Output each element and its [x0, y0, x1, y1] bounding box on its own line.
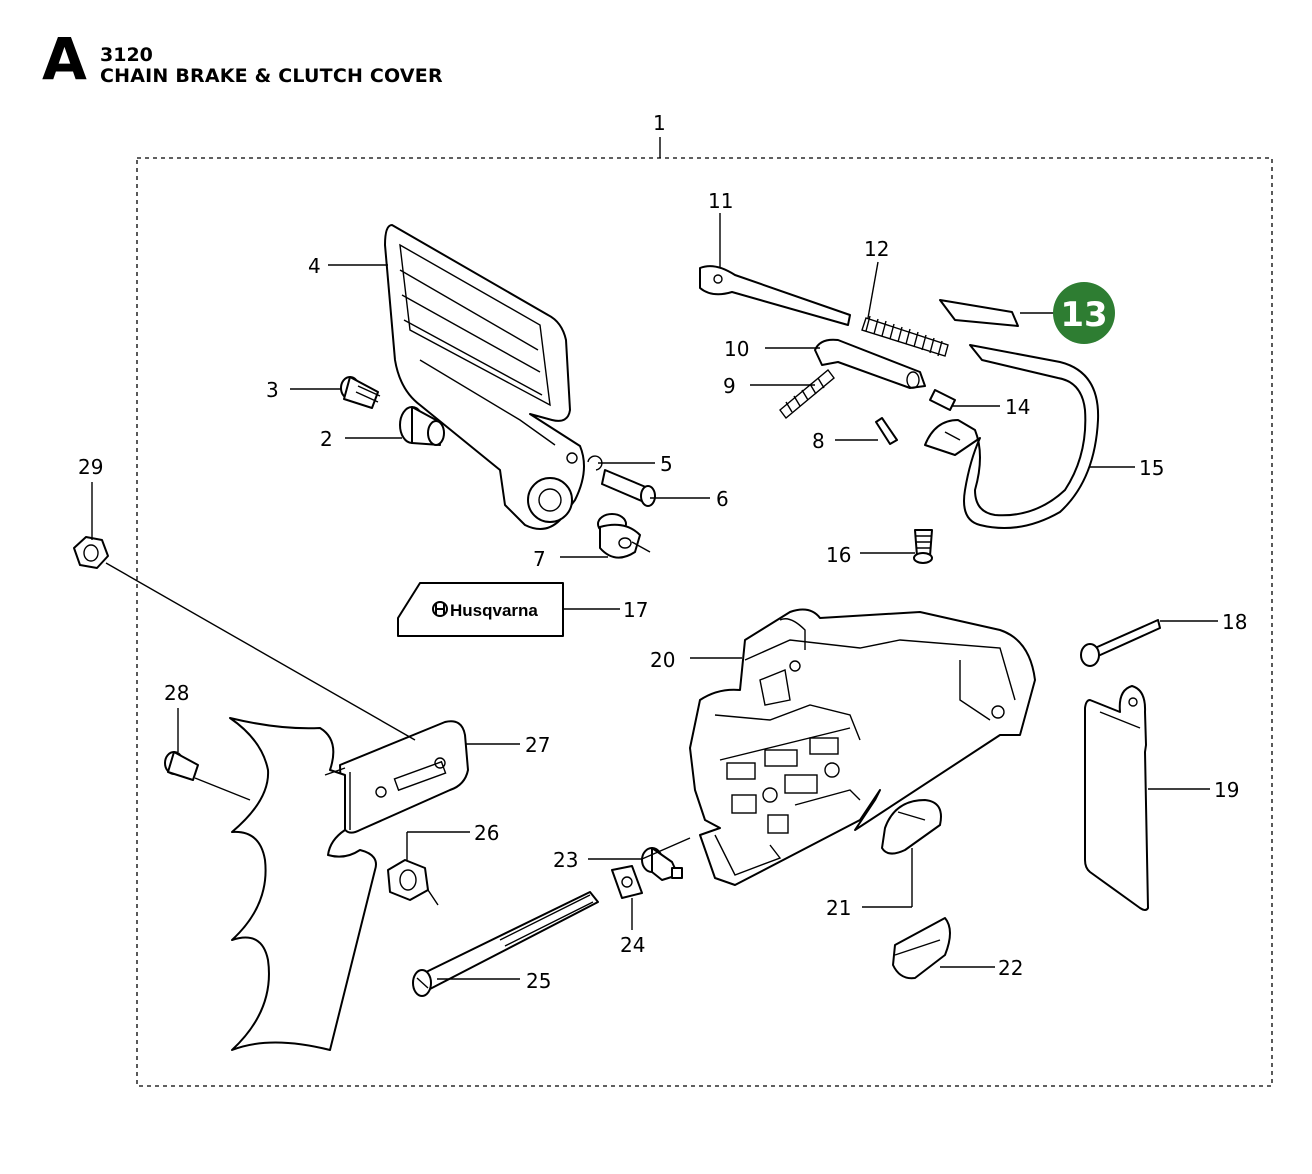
part-6-pin[interactable]	[601, 469, 656, 507]
callout-7: 7	[533, 547, 546, 571]
part-12-spring[interactable]	[861, 315, 949, 357]
callout-9: 9	[723, 374, 736, 398]
callout-16: 16	[826, 543, 851, 567]
callout-2: 2	[320, 427, 333, 451]
part-2-bushing[interactable]	[399, 406, 445, 446]
part-10-lever[interactable]	[814, 338, 926, 389]
part-9-spring[interactable]	[779, 368, 835, 420]
part-29-nut[interactable]	[73, 536, 109, 569]
part-22-guide[interactable]	[892, 917, 951, 980]
husqvarna-logo-icon	[432, 601, 448, 617]
part-16-screw[interactable]	[913, 529, 933, 564]
highlight-badge	[1053, 282, 1115, 344]
part-18-bolt[interactable]	[1080, 619, 1161, 667]
part-11-rod[interactable]	[699, 265, 851, 326]
callout-25: 25	[526, 969, 551, 993]
part-5-circlip[interactable]	[587, 455, 603, 471]
callout-19: 19	[1214, 778, 1239, 802]
bumper-spike[interactable]	[229, 717, 377, 1051]
callout-1: 1	[653, 111, 666, 135]
callout-22: 22	[998, 956, 1023, 980]
callout-28: 28	[164, 681, 189, 705]
callout-10: 10	[724, 337, 749, 361]
part-13-plate[interactable]	[939, 299, 1019, 327]
part-17-decal[interactable]: Husqvarna	[397, 582, 564, 637]
part-4-brake-handle[interactable]	[384, 224, 585, 530]
callout-24: 24	[620, 933, 645, 957]
part-19-cover-plate[interactable]	[1084, 685, 1149, 911]
part-20-clutch-cover[interactable]	[689, 608, 1036, 886]
section-letter: A	[42, 25, 87, 93]
callout-3: 3	[266, 378, 279, 402]
callout-8: 8	[812, 429, 825, 453]
section-title: CHAIN BRAKE & CLUTCH COVER	[100, 65, 443, 87]
part-8-pin[interactable]	[875, 417, 898, 445]
highlight-callout-13[interactable]: 13	[1020, 282, 1115, 344]
callout-6: 6	[716, 487, 729, 511]
section-code: 3120	[100, 44, 153, 66]
part-24-square-nut[interactable]	[611, 865, 643, 899]
callout-29: 29	[78, 455, 103, 479]
callout-5: 5	[660, 452, 673, 476]
callout-15: 15	[1139, 456, 1164, 480]
callout-14: 14	[1005, 395, 1030, 419]
part-27-bracket[interactable]	[339, 720, 469, 834]
callout-18: 18	[1222, 610, 1247, 634]
part-7-bushing[interactable]	[597, 513, 641, 559]
part-25-tensioner-screw[interactable]	[412, 891, 599, 997]
part-23-adjuster-nut[interactable]	[641, 847, 683, 881]
decal-logo-text: Husqvarna	[450, 601, 538, 620]
highlight-label: 13	[1060, 295, 1107, 335]
callout-21: 21	[826, 896, 851, 920]
part-15-brake-band[interactable]	[924, 344, 1100, 530]
callout-11: 11	[708, 189, 733, 213]
callout-20: 20	[650, 648, 675, 672]
part-21-guide[interactable]	[881, 799, 942, 855]
leader-lines	[91, 213, 1218, 980]
callout-26: 26	[474, 821, 499, 845]
callout-27: 27	[525, 733, 550, 757]
callout-17: 17	[623, 598, 648, 622]
callout-labels: 1 2 3 4 5 6 7 8 9 10 11 12 14 15 16 17 1…	[78, 111, 1247, 993]
part-14-pin[interactable]	[929, 389, 956, 411]
part-3-screw[interactable]	[340, 376, 381, 409]
part-26-nut[interactable]	[387, 859, 429, 901]
callout-4: 4	[308, 254, 321, 278]
part-28-screw[interactable]	[164, 751, 199, 781]
callout-23: 23	[553, 848, 578, 872]
callout-12: 12	[864, 237, 889, 261]
